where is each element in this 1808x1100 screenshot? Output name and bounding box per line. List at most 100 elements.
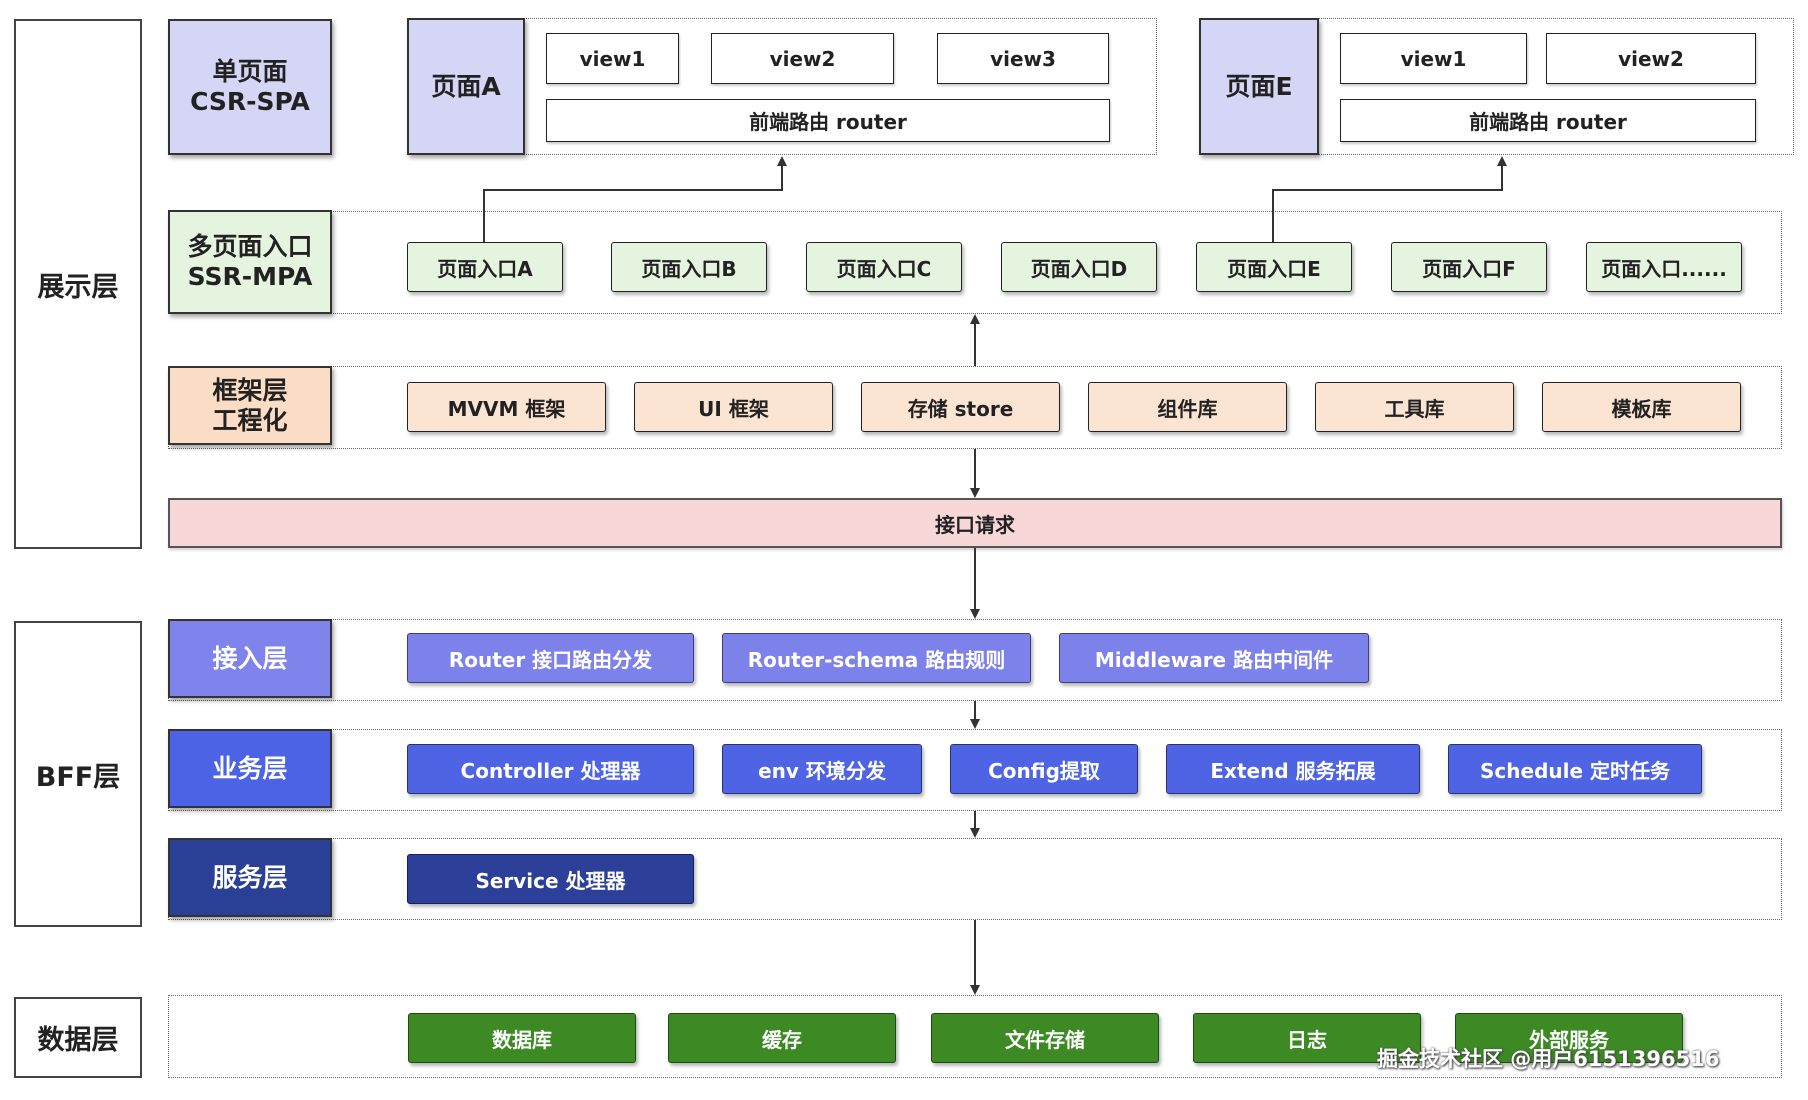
business-item-label: env 环境分发 xyxy=(758,758,886,783)
page-e-router-label: 前端路由 router xyxy=(1469,110,1627,134)
framework-item-label: 工具库 xyxy=(1384,396,1445,421)
arrow-entry-e-to-page-e xyxy=(1272,156,1507,242)
access-item-label: Router-schema 路由规则 xyxy=(747,647,1006,672)
mpa-entry: 页面入口D xyxy=(1001,242,1157,292)
data-item: 日志 xyxy=(1193,1013,1421,1063)
data-item-label: 日志 xyxy=(1287,1027,1327,1052)
framework-item: 组件库 xyxy=(1088,382,1287,432)
business-item-label: Config提取 xyxy=(988,758,1100,783)
framework-item: MVVM 框架 xyxy=(407,382,606,432)
access-item-label: Middleware 路由中间件 xyxy=(1094,647,1334,672)
data-row xyxy=(168,995,1782,1078)
tier-presentation: 展示层 xyxy=(14,19,142,549)
page-a-view3-label: view3 xyxy=(990,46,1056,71)
page-a-router: 前端路由 router xyxy=(546,99,1110,142)
mpa-entry: 页面入口E xyxy=(1196,242,1352,292)
access-item: Middleware 路由中间件 xyxy=(1059,633,1369,683)
service-item-label: Service 处理器 xyxy=(475,868,626,893)
business-item: Extend 服务拓展 xyxy=(1166,744,1420,794)
framework-item-label: 模板库 xyxy=(1611,396,1672,421)
data-item-label: 缓存 xyxy=(762,1027,802,1052)
spa-header-line1: 单页面 xyxy=(212,57,288,86)
mpa-entry: 页面入口B xyxy=(611,242,767,292)
data-item-label: 数据库 xyxy=(492,1027,552,1052)
mpa-entry-label: 页面入口D xyxy=(1030,256,1128,281)
mpa-entry-label: 页面入口F xyxy=(1422,256,1516,281)
framework-item: 工具库 xyxy=(1315,382,1514,432)
api-request-label: 接口请求 xyxy=(935,512,1015,537)
data-item: 文件存储 xyxy=(931,1013,1159,1063)
page-a-view1-label: view1 xyxy=(579,46,646,71)
access-header: 接入层 xyxy=(168,619,332,698)
data-item-label: 文件存储 xyxy=(1005,1027,1085,1052)
spa-header-line2: CSR-SPA xyxy=(190,87,310,116)
mpa-entry: 页面入口F xyxy=(1391,242,1547,292)
mpa-entry-label: 页面入口A xyxy=(437,256,533,281)
business-item: env 环境分发 xyxy=(722,744,922,794)
page-a-view1: view1 xyxy=(546,33,679,84)
mpa-entry-label: 页面入口E xyxy=(1227,256,1321,281)
tier-data-label: 数据层 xyxy=(37,1025,119,1056)
business-item: Controller 处理器 xyxy=(407,744,694,794)
arrow-entry-a-to-page-a xyxy=(483,156,787,242)
framework-header-line1: 框架层 xyxy=(212,375,288,405)
mpa-header-line1: 多页面入口 xyxy=(187,232,313,261)
data-item-label: 外部服务 xyxy=(1529,1027,1609,1052)
access-item: Router-schema 路由规则 xyxy=(722,633,1031,683)
tier-data: 数据层 xyxy=(14,997,142,1078)
api-request-bar: 接口请求 xyxy=(168,498,1782,548)
data-item: 数据库 xyxy=(408,1013,636,1063)
mpa-entry: 页面入口C xyxy=(806,242,962,292)
page-a-view3: view3 xyxy=(937,33,1109,84)
service-header-label: 服务层 xyxy=(212,862,288,892)
business-item-label: Schedule 定时任务 xyxy=(1480,758,1670,783)
business-item: Schedule 定时任务 xyxy=(1448,744,1702,794)
page-e-block: 页面E xyxy=(1199,18,1319,155)
data-item: 缓存 xyxy=(668,1013,896,1063)
framework-item: 模板库 xyxy=(1542,382,1741,432)
mpa-entry-label: 页面入口B xyxy=(641,256,737,281)
business-header: 业务层 xyxy=(168,729,332,808)
tier-bff-label: BFF层 xyxy=(35,761,121,793)
mpa-entry-label: 页面入口C xyxy=(836,256,932,281)
mpa-header-line2: SSR-MPA xyxy=(187,262,313,291)
framework-header-line2: 工程化 xyxy=(212,405,288,435)
framework-item: UI 框架 xyxy=(634,382,833,432)
mpa-entry: 页面入口A xyxy=(407,242,563,292)
business-item-label: Extend 服务拓展 xyxy=(1210,758,1376,783)
page-a-view2-label: view2 xyxy=(769,46,836,71)
framework-item-label: MVVM 框架 xyxy=(447,396,566,421)
tier-bff: BFF层 xyxy=(14,621,142,927)
framework-header: 框架层工程化 xyxy=(168,366,332,445)
access-item-label: Router 接口路由分发 xyxy=(448,647,653,672)
page-e-view2-label: view2 xyxy=(1618,46,1684,71)
page-e-router: 前端路由 router xyxy=(1340,99,1756,142)
mpa-entry-label: 页面入口...... xyxy=(1601,256,1727,281)
access-item: Router 接口路由分发 xyxy=(407,633,694,683)
page-e-view2: view2 xyxy=(1546,33,1756,84)
page-e-view1: view1 xyxy=(1340,33,1527,84)
framework-item-label: UI 框架 xyxy=(698,396,769,421)
framework-item: 存储 store xyxy=(861,382,1060,432)
service-item: Service 处理器 xyxy=(407,854,694,904)
framework-item-label: 组件库 xyxy=(1157,396,1218,421)
business-item: Config提取 xyxy=(950,744,1138,794)
page-e-view1-label: view1 xyxy=(1400,46,1467,71)
tier-presentation-label: 展示层 xyxy=(37,271,119,303)
data-item: 外部服务 xyxy=(1455,1013,1683,1063)
page-a-label: 页面A xyxy=(431,71,501,101)
page-a-router-label: 前端路由 router xyxy=(749,110,907,134)
business-item-label: Controller 处理器 xyxy=(460,758,641,783)
page-a-block: 页面A xyxy=(407,18,525,155)
page-e-label: 页面E xyxy=(1225,71,1293,101)
business-header-label: 业务层 xyxy=(212,753,288,783)
mpa-entry: 页面入口...... xyxy=(1586,242,1742,292)
framework-item-label: 存储 store xyxy=(907,396,1014,421)
service-header: 服务层 xyxy=(168,838,332,917)
page-a-view2: view2 xyxy=(711,33,894,84)
access-header-label: 接入层 xyxy=(212,643,288,673)
watermark-text: 掘金技术社区 @用户6151396516 xyxy=(1377,1047,1720,1071)
